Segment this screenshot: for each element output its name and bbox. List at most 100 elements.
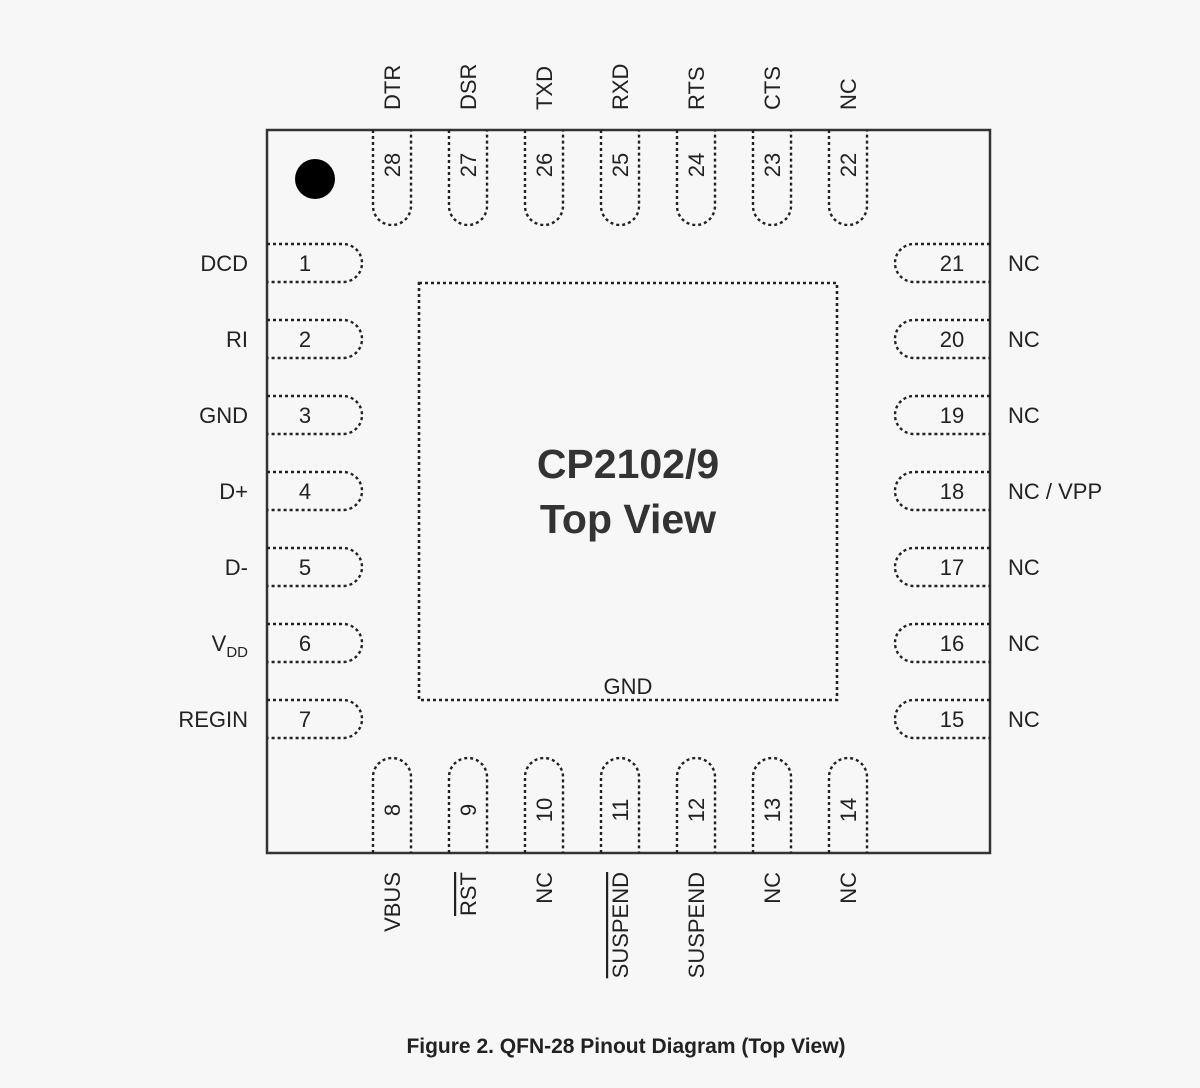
pin-27: 27 DSR xyxy=(447,64,489,227)
pin-number: 19 xyxy=(940,403,964,428)
pin-15: 15 NC xyxy=(893,698,1040,740)
pin-7: 7 REGIN xyxy=(178,698,364,740)
pin-number: 4 xyxy=(299,479,311,504)
pin-label: VDD xyxy=(212,631,249,661)
pin-label: RXD xyxy=(608,64,633,110)
pin-number: 10 xyxy=(532,798,557,822)
pin-number: 2 xyxy=(299,327,311,352)
pin-label-main: V xyxy=(212,631,227,656)
pin-number: 22 xyxy=(836,153,861,177)
pin-label: NC xyxy=(1008,327,1040,352)
pin-21: 21 NC xyxy=(893,242,1040,284)
pin-label: DSR xyxy=(456,64,481,110)
pin-label: SUSPEND xyxy=(684,872,709,978)
pin-pad xyxy=(267,318,364,360)
pin-number: 25 xyxy=(608,153,633,177)
pin-label: NC xyxy=(760,872,785,904)
pin-number: 28 xyxy=(380,153,405,177)
pin-28: 28 DTR xyxy=(371,65,413,227)
pin-pad xyxy=(267,394,364,436)
pin-pad xyxy=(267,242,364,284)
pin-label: REGIN xyxy=(178,707,248,732)
pin-number: 27 xyxy=(456,153,481,177)
pin-number: 8 xyxy=(380,804,405,816)
pin-label: RST xyxy=(456,872,481,916)
pin-18: 18 NC / VPP xyxy=(893,470,1102,512)
pin-label: NC xyxy=(1008,707,1040,732)
pin-number: 24 xyxy=(684,153,709,177)
pin-label: D- xyxy=(225,555,248,580)
exposed-pad-label: GND xyxy=(604,674,653,699)
pin-label: DCD xyxy=(200,251,248,276)
pin-2: 2 RI xyxy=(226,318,364,360)
pin-number: 7 xyxy=(299,707,311,732)
pin-22: 22 NC xyxy=(827,78,869,227)
pin-label: D+ xyxy=(219,479,248,504)
pin-17: 17 NC xyxy=(893,546,1040,588)
pin-number: 15 xyxy=(940,707,964,732)
pin-number: 20 xyxy=(940,327,964,352)
figure-caption: Figure 2. QFN-28 Pinout Diagram (Top Vie… xyxy=(406,1035,845,1058)
pin-16: 16 NC xyxy=(893,622,1040,664)
pin-label: VBUS xyxy=(380,872,405,932)
pin-label: NC xyxy=(1008,631,1040,656)
pin-pad xyxy=(267,546,364,588)
chip-title: CP2102/9 xyxy=(537,441,719,487)
pin-number: 5 xyxy=(299,555,311,580)
pin-number: 21 xyxy=(940,251,964,276)
pin-label: TXD xyxy=(532,66,557,110)
pin-label: CTS xyxy=(760,66,785,110)
pin-label: NC xyxy=(1008,555,1040,580)
pin-label: SUSPEND xyxy=(608,872,633,978)
pin-number: 17 xyxy=(940,555,964,580)
pin-number: 23 xyxy=(760,153,785,177)
pin-number: 14 xyxy=(836,798,861,822)
pin-number: 13 xyxy=(760,798,785,822)
pin-number: 6 xyxy=(299,631,311,656)
exposed-pad xyxy=(417,281,839,702)
pin-5: 5 D- xyxy=(225,546,364,588)
pin-number: 1 xyxy=(299,251,311,276)
pin-label: NC xyxy=(836,872,861,904)
pin-number: 16 xyxy=(940,631,964,656)
pin-20: 20 NC xyxy=(893,318,1040,360)
pin-number: 26 xyxy=(532,153,557,177)
pin-number: 9 xyxy=(456,804,481,816)
chip-body xyxy=(265,128,992,855)
pin-pad xyxy=(267,622,364,664)
pin-label: NC xyxy=(836,78,861,110)
pin-6: 6 VDD xyxy=(212,622,364,664)
pin-26: 26 TXD xyxy=(523,66,565,227)
pin-pad xyxy=(267,470,364,512)
pin-24: 24 RTS xyxy=(675,66,717,227)
pin-label: RI xyxy=(226,327,248,352)
chip-subtitle: Top View xyxy=(540,496,716,542)
pin-label: NC xyxy=(1008,251,1040,276)
pin-label: DTR xyxy=(380,65,405,110)
pin-label: NC xyxy=(1008,403,1040,428)
pin-4: 4 D+ xyxy=(219,470,364,512)
pin-25: 25 RXD xyxy=(599,64,641,227)
pin-number: 18 xyxy=(940,479,964,504)
pin-number: 12 xyxy=(684,798,709,822)
pin-label: RTS xyxy=(684,66,709,110)
pin-label: NC / VPP xyxy=(1008,479,1102,504)
pin-number: 3 xyxy=(299,403,311,428)
pin-label-subscript: DD xyxy=(226,644,248,661)
pin-1: 1 DCD xyxy=(200,242,364,284)
pin-label: NC xyxy=(532,872,557,904)
pin-pad xyxy=(267,698,364,740)
pin-23: 23 CTS xyxy=(751,66,793,227)
pin1-indicator-dot xyxy=(295,159,335,199)
pin-number: 11 xyxy=(608,799,633,822)
